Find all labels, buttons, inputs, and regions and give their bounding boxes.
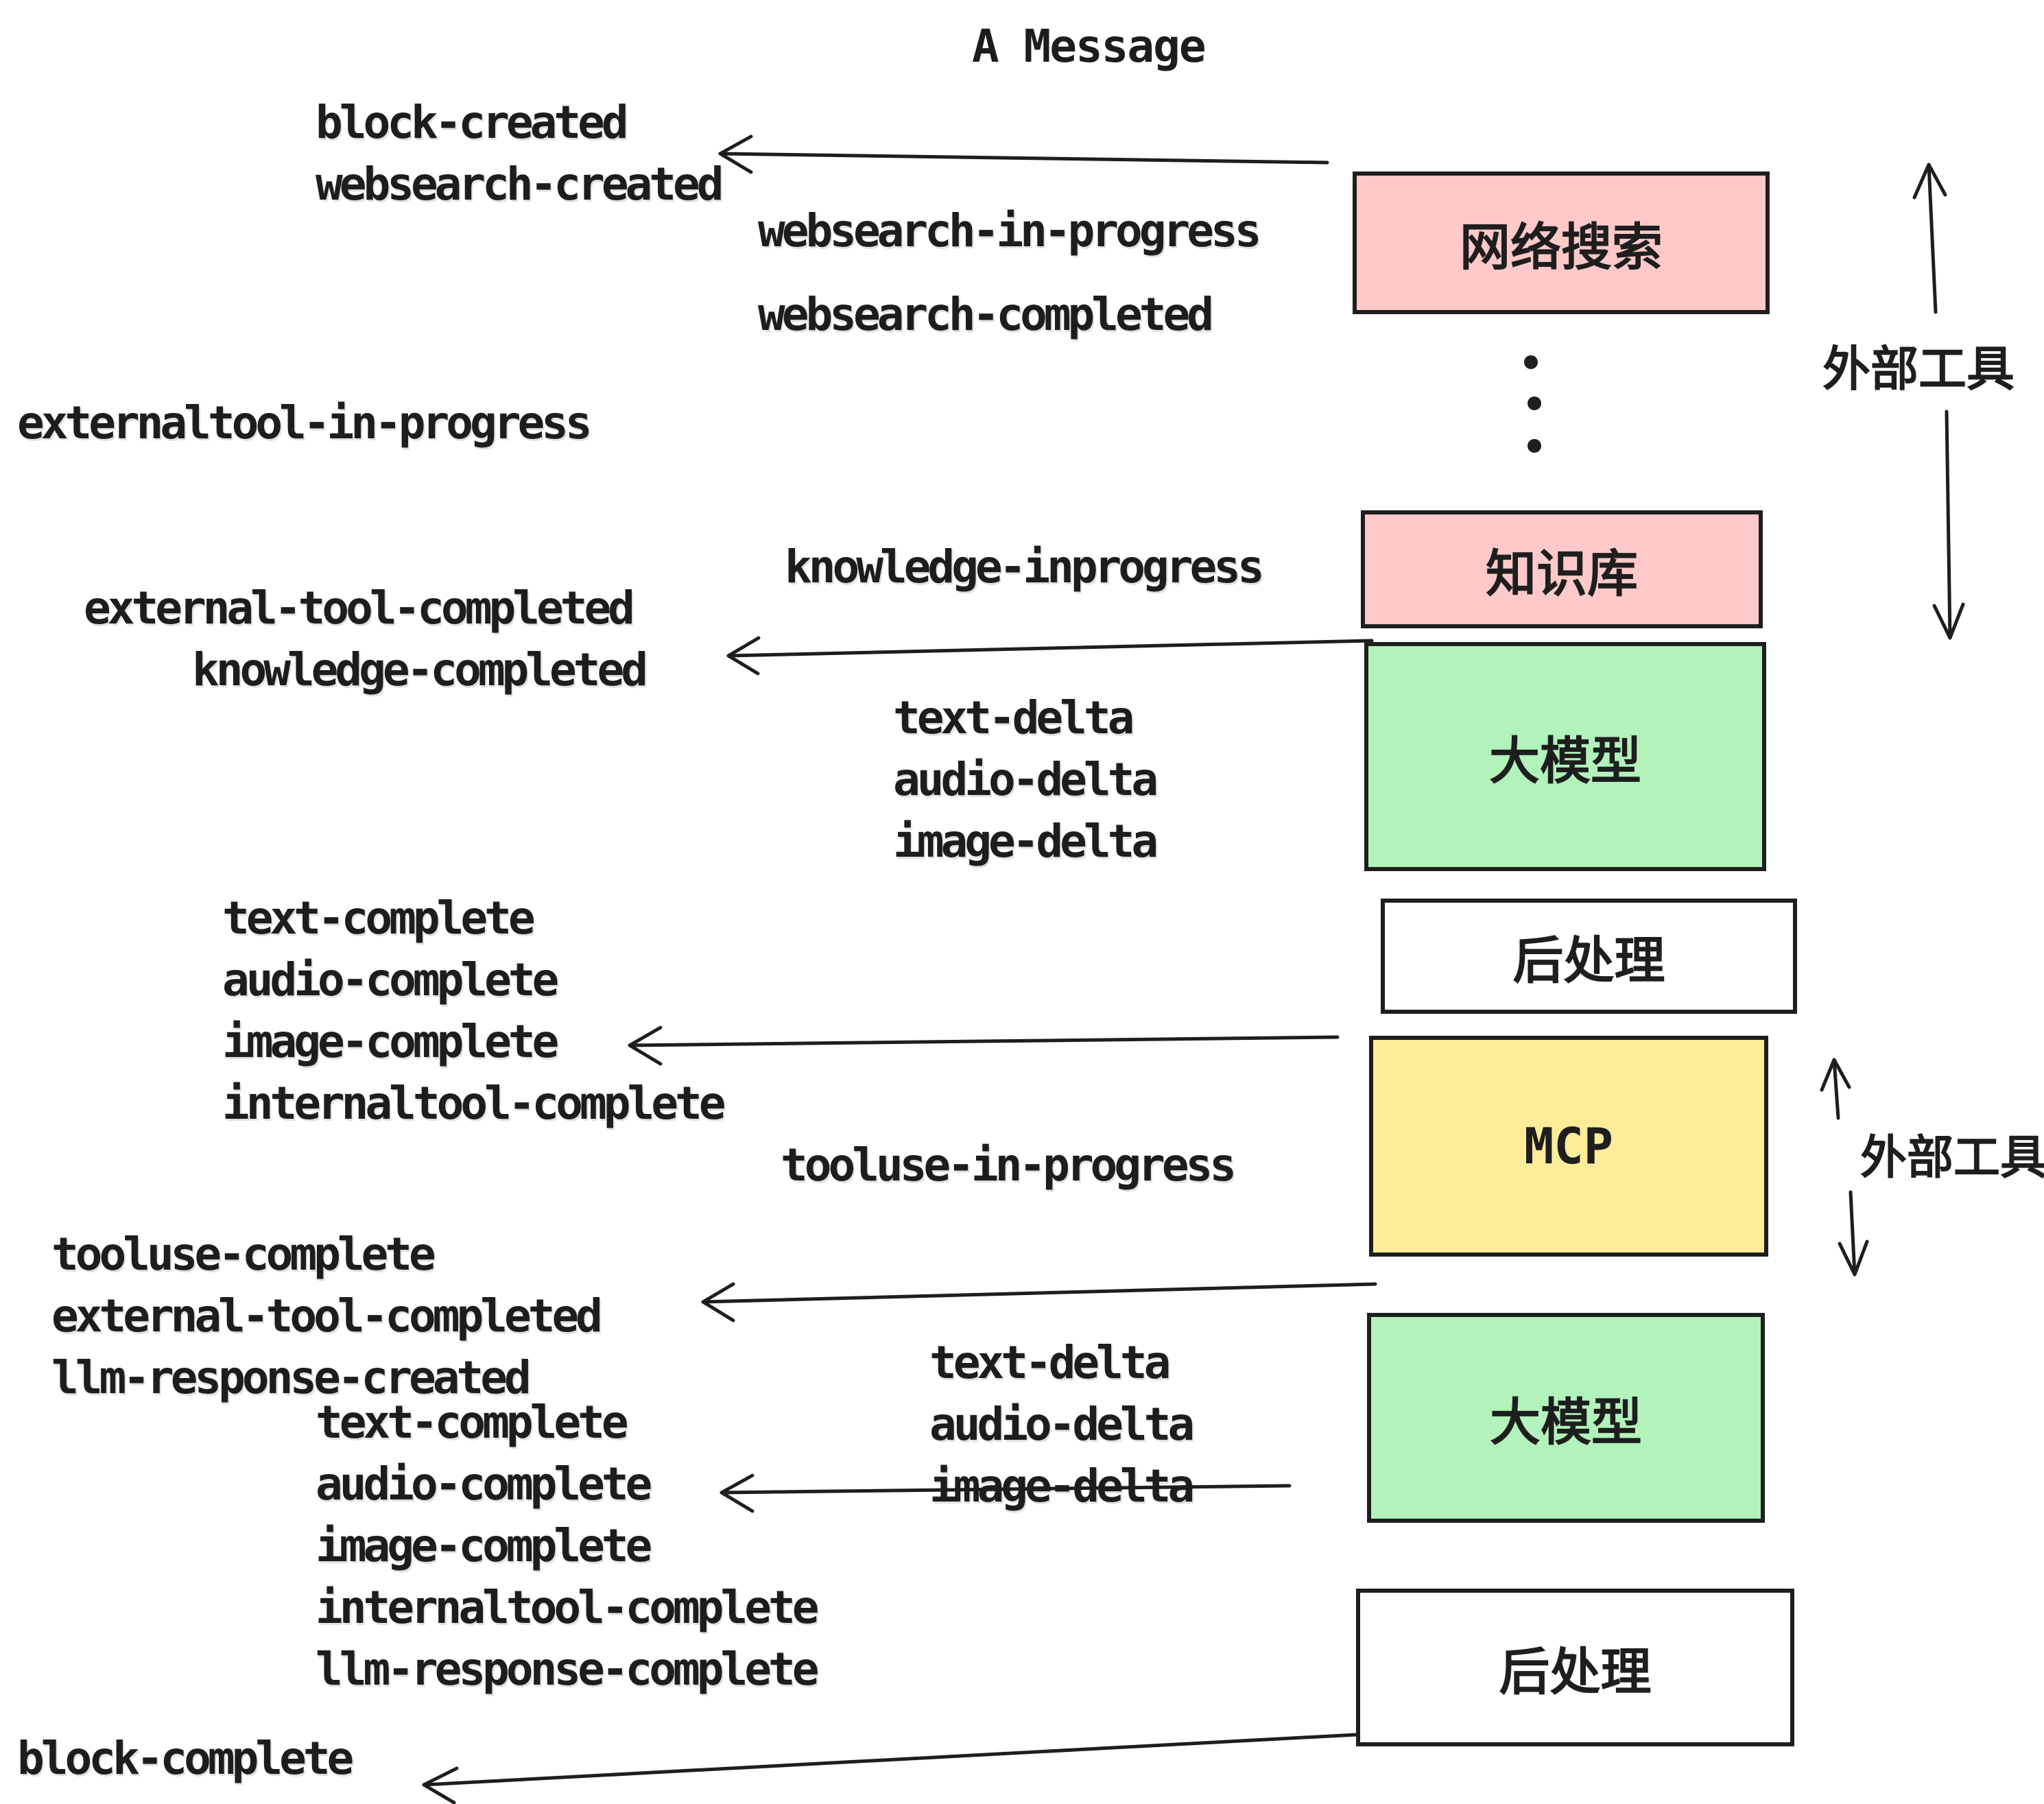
event-knowledge-inprogress: knowledge-inprogress <box>785 541 1265 593</box>
event-audio-delta-2: audio-delta <box>929 1398 1195 1451</box>
external-tools-up-arrow-mcp <box>1820 1058 1851 1120</box>
event-image-delta-2: image-delta <box>929 1460 1195 1512</box>
event-audio-delta: audio-delta <box>893 753 1158 806</box>
event-knowledge-completed: knowledge-completed <box>192 643 648 696</box>
node-knowledge-base-label: 知识库 <box>1486 544 1638 604</box>
event-websearch-created: websearch-created <box>316 158 724 211</box>
node-postprocess-2: 后处理 <box>1356 1589 1794 1746</box>
node-knowledge-base: 知识库 <box>1361 510 1763 628</box>
node-llm-2-label: 大模型 <box>1490 1392 1642 1452</box>
external-tools-down-arrow-mcp <box>1838 1190 1869 1277</box>
event-block-complete: block-complete <box>17 1732 354 1785</box>
event-websearch-in-progress: websearch-in-progress <box>758 204 1261 257</box>
external-tools-up-arrow-top <box>1912 163 1947 314</box>
node-llm-2: 大模型 <box>1367 1313 1765 1523</box>
event-tooluse-in-progress: tooluse-in-progress <box>781 1139 1237 1191</box>
node-websearch-label: 网络搜索 <box>1460 217 1663 277</box>
event-audio-complete: audio-complete <box>222 953 559 1006</box>
event-websearch-completed: websearch-completed <box>758 288 1214 341</box>
node-postprocess-1: 后处理 <box>1381 899 1797 1014</box>
event-text-delta: text-delta <box>893 691 1134 744</box>
event-text-complete-2: text-complete <box>316 1396 629 1449</box>
event-external-tool-completed: external-tool-completed <box>84 582 635 634</box>
node-mcp-label: MCP <box>1523 1117 1614 1175</box>
event-text-complete: text-complete <box>222 892 536 945</box>
node-postprocess-2-label: 后处理 <box>1499 1642 1652 1702</box>
node-llm-1-label: 大模型 <box>1489 731 1641 791</box>
arrow-audio-complete <box>720 1473 1292 1513</box>
arrow-image-complete <box>628 1025 1340 1066</box>
event-audio-complete-2: audio-complete <box>316 1458 652 1510</box>
node-llm-1: 大模型 <box>1364 642 1766 871</box>
diagram-title: A Message <box>972 20 1207 73</box>
event-text-delta-2: text-delta <box>929 1336 1171 1389</box>
arrow-block-created <box>718 134 1329 174</box>
event-block-created: block-created <box>316 96 629 149</box>
arrow-block-complete <box>422 1732 1370 1804</box>
event-externaltool-in-progress: externaltool-in-progress <box>17 396 593 449</box>
event-image-complete-2: image-complete <box>316 1519 652 1572</box>
arrow-tooluse-complete <box>701 1282 1377 1322</box>
event-external-tool-completed-2: external-tool-completed <box>51 1290 603 1342</box>
external-tools-down-arrow-top <box>1932 410 1965 640</box>
node-mcp: MCP <box>1369 1036 1768 1257</box>
event-internaltool-complete-2: internaltool-complete <box>316 1581 819 1634</box>
side-label-external-tools-top: 外部工具 <box>1822 341 2015 397</box>
event-internaltool-complete: internaltool-complete <box>222 1077 726 1130</box>
event-llm-response-complete: llm-response-complete <box>316 1643 819 1696</box>
vertical-ellipsis-icon <box>1524 355 1541 453</box>
side-label-external-tools-mcp: 外部工具 <box>1860 1131 2044 1185</box>
node-websearch: 网络搜索 <box>1353 171 1770 314</box>
arrow-knowledge-completed <box>726 636 1374 676</box>
event-image-complete: image-complete <box>222 1015 559 1068</box>
event-tooluse-complete: tooluse-complete <box>51 1228 436 1281</box>
node-postprocess-1-label: 后处理 <box>1512 931 1665 990</box>
event-image-delta: image-delta <box>893 815 1158 868</box>
event-llm-response-created: llm-response-created <box>51 1351 532 1404</box>
